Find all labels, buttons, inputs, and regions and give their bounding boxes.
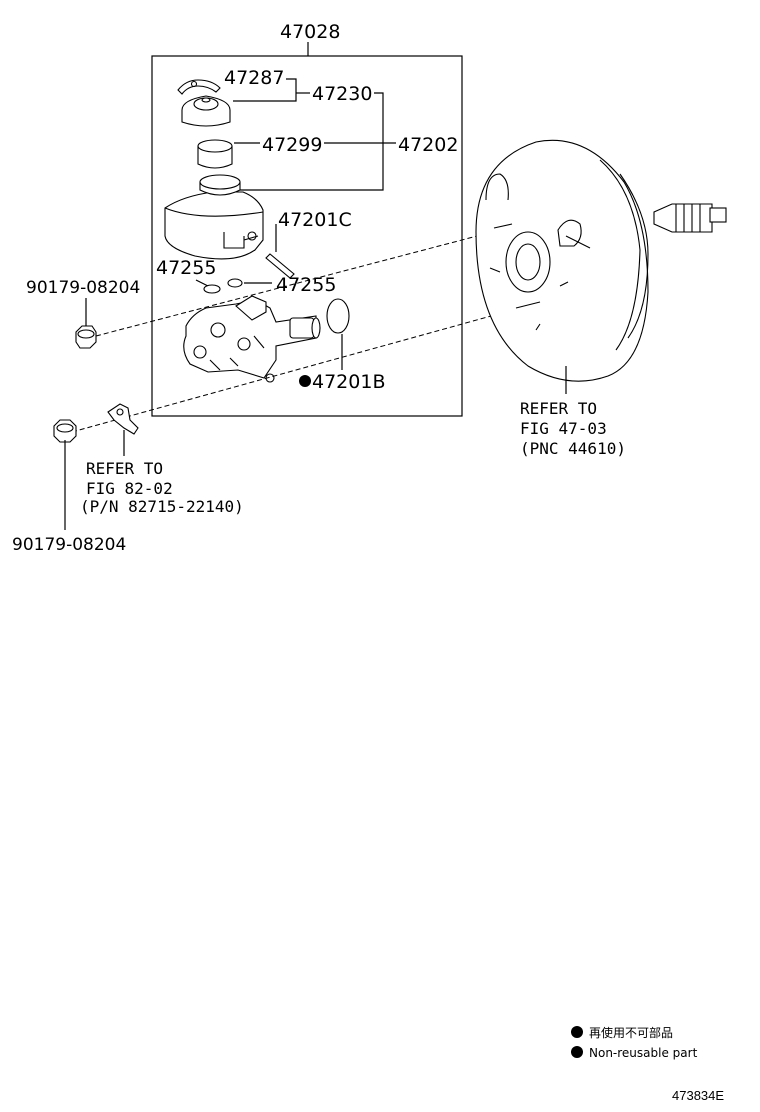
leader-47255-left [195,279,209,287]
ref-bracket-line3: (P/N 82715-22140) [80,497,244,516]
legend-en: Non-reusable part [589,1046,698,1060]
dashed-line-lower [71,307,521,433]
nut-bottom [53,419,77,443]
ref-booster-line2: FIG 47-03 [520,419,607,438]
dashed-line-upper [95,229,501,337]
legend-jp: 再使用不可部品 [589,1025,673,1040]
bracket [107,403,139,435]
label-47202[interactable]: 47202 [398,134,458,156]
legend-bullet-jp [571,1026,583,1038]
master-cylinder [183,295,321,383]
ref-bracket-line2: FIG 82-02 [86,479,173,498]
ref-bracket-line1: REFER TO [86,459,163,478]
label-47201B[interactable]: 47201B [312,371,385,393]
label-47299[interactable]: 47299 [262,134,322,156]
figure-code: 473834E [672,1088,724,1103]
label-nut-bottom[interactable]: 90179-08204 [12,535,126,555]
nut-top [75,325,97,349]
clip-47287 [177,79,221,95]
ref-booster-line1: REFER TO [520,399,597,418]
leader-47287-47230 [233,78,297,102]
label-47287[interactable]: 47287 [224,67,284,89]
grommet-47255-left [203,284,221,294]
strainer-47299 [197,139,233,169]
cap-47230 [181,95,231,127]
non-reusable-mark-47201B [299,375,311,387]
legend-bullet-en [571,1046,583,1058]
label-47255-left[interactable]: 47255 [156,257,216,279]
label-47201C[interactable]: 47201C [278,209,352,231]
booster-rod [653,203,727,233]
grommet-47255-right [227,278,243,288]
label-47028[interactable]: 47028 [280,21,340,43]
reservoir-47202 [164,174,264,260]
leader-47230-right [240,92,384,191]
assembly-box [151,55,463,417]
ref-booster-line3: (PNC 44610) [520,439,626,458]
pin-47201C [265,253,295,279]
brake-booster [475,139,649,382]
label-47255-right[interactable]: 47255 [276,274,336,296]
label-47230[interactable]: 47230 [312,83,372,105]
o-ring-47201B [326,298,350,334]
label-nut-top[interactable]: 90179-08204 [26,278,140,298]
